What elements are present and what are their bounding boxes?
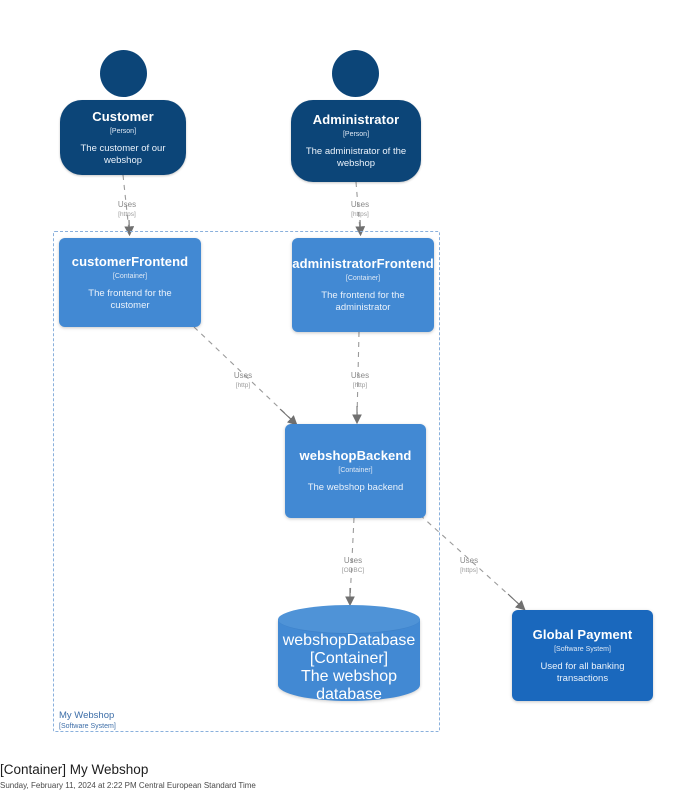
administrator-type: [Person]: [342, 131, 370, 138]
edge-label-name: Uses: [350, 200, 370, 209]
customerfrontend-desc: The frontend for the customer: [88, 287, 172, 311]
edge-label-administrator-administratorfrontend: Uses [https]: [329, 200, 391, 219]
edge-label-tech: [https]: [351, 211, 369, 218]
edge-label-name: Uses: [343, 556, 363, 565]
edge-label-tech: [http]: [235, 382, 251, 389]
node-customerfrontend[interactable]: customerFrontend [Container] The fronten…: [59, 238, 201, 327]
edge-label-tech: [https]: [118, 211, 136, 218]
webshopdatabase-title: webshopDatabase: [282, 632, 416, 649]
edge-label-tech: [http]: [352, 382, 368, 389]
edge-label-tech: [https]: [460, 567, 478, 574]
globalpayment-desc: Used for all banking transactions: [540, 660, 625, 684]
boundary-type: [Software System]: [59, 723, 116, 730]
diagram-footer: [Container] My Webshop Sunday, February …: [0, 762, 689, 791]
webshopdatabase-desc: The webshop database: [300, 668, 398, 703]
edge-label-name: Uses: [117, 200, 137, 209]
footer-title: [Container] My Webshop: [0, 762, 149, 777]
administratorfrontend-desc: The frontend for the administrator: [321, 290, 405, 313]
edge-label-webshopbackend-webshopdatabase: Uses [ODBC]: [322, 556, 384, 575]
node-administratorfrontend[interactable]: administratorFrontend [Container] The fr…: [292, 238, 434, 332]
customer-title: Customer: [92, 108, 154, 124]
node-administrator[interactable]: Administrator [Person] The administrator…: [291, 50, 421, 182]
customer-type: [Person]: [109, 127, 137, 135]
customer-head-icon: [100, 50, 147, 97]
footer-timestamp: Sunday, February 11, 2024 at 2:22 PM Cen…: [0, 781, 256, 790]
node-customer[interactable]: Customer [Person] The customer of our we…: [60, 50, 186, 175]
administrator-desc: The administrator of the webshop: [305, 146, 407, 169]
edge-label-name: Uses: [459, 556, 479, 565]
customer-desc: The customer of our webshop: [80, 142, 166, 166]
boundary-my-webshop: [53, 231, 440, 732]
webshopdatabase-type: [Container]: [309, 650, 389, 667]
boundary-label: My Webshop [Software System]: [59, 710, 209, 732]
edge-label-tech: [ODBC]: [341, 567, 365, 574]
administratorfrontend-title: administratorFrontend: [292, 256, 434, 271]
webshopbackend-desc: The webshop backend: [307, 482, 404, 493]
globalpayment-type: [Software System]: [554, 645, 611, 653]
webshopdatabase-cylinder-top: [278, 605, 420, 634]
customer-body: Customer [Person] The customer of our we…: [60, 100, 186, 175]
webshopbackend-type: [Container]: [338, 467, 373, 474]
edge-label-administratorfrontend-webshopbackend: Uses [http]: [329, 371, 391, 390]
customerfrontend-type: [Container]: [112, 272, 148, 280]
node-webshopbackend[interactable]: webshopBackend [Container] The webshop b…: [285, 424, 426, 518]
globalpayment-title: Global Payment: [532, 626, 633, 642]
webshopbackend-title: webshopBackend: [299, 448, 412, 463]
node-webshopdatabase[interactable]: webshopDatabase [Container] The webshop …: [278, 605, 420, 703]
node-globalpayment[interactable]: Global Payment [Software System] Used fo…: [512, 610, 653, 701]
edge-label-name: Uses: [233, 371, 253, 380]
edge-label-customerfrontend-webshopbackend: Uses [http]: [212, 371, 274, 390]
edge-label-webshopbackend-globalpayment: Uses [https]: [438, 556, 500, 575]
edge-label-customer-customerfrontend: Uses [https]: [96, 200, 158, 219]
administratorfrontend-type: [Container]: [345, 275, 381, 282]
boundary-name: My Webshop: [59, 710, 115, 721]
administrator-body: Administrator [Person] The administrator…: [291, 100, 421, 182]
administrator-head-icon: [332, 50, 379, 97]
webshopdatabase-text: webshopDatabase [Container] The webshop …: [278, 632, 420, 703]
administrator-title: Administrator: [312, 112, 400, 127]
customerfrontend-title: customerFrontend: [71, 253, 189, 269]
edge-label-name: Uses: [350, 371, 370, 380]
